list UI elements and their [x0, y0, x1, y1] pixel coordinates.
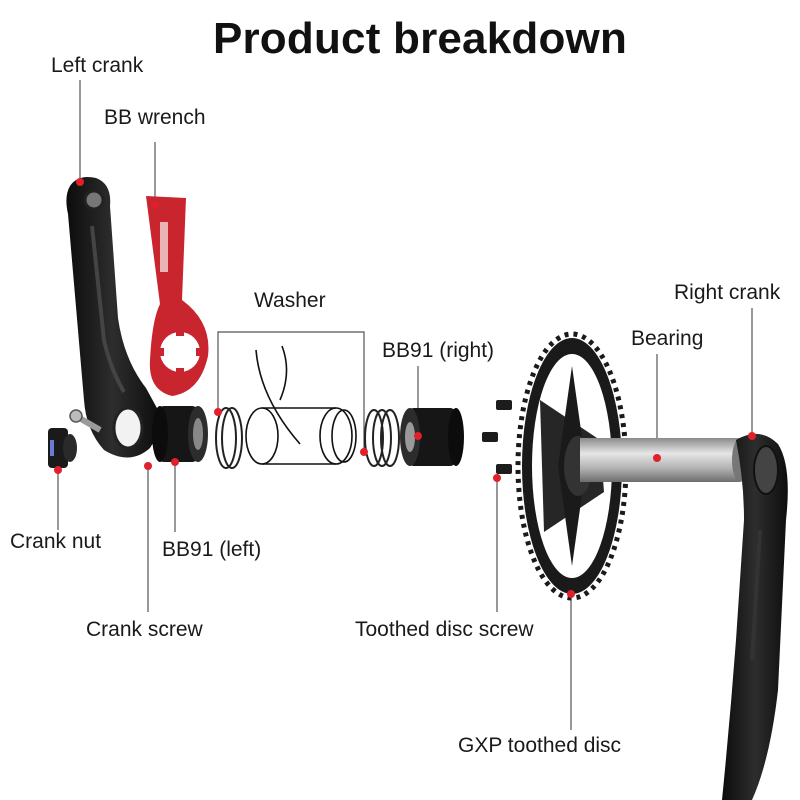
dot-bearing [653, 454, 661, 462]
left-crank-part [66, 177, 159, 458]
leader-lines [57, 80, 753, 730]
label-bearing: Bearing [631, 327, 704, 350]
dot-bb91-right [414, 432, 422, 440]
label-bb91-right: BB91 (right) [382, 339, 495, 362]
leader-washer [217, 331, 365, 452]
bb91-left-part [152, 406, 208, 462]
label-left-crank: Left crank [51, 54, 144, 77]
label-right-crank: Right crank [674, 281, 781, 304]
right-crank-part [722, 433, 788, 800]
indicator-dots [54, 178, 756, 598]
dot-crank-nut [54, 466, 62, 474]
bb-wrench-part [146, 196, 209, 396]
dot-disc-screw [493, 474, 501, 482]
label-gxp-toothed-disc: GXP toothed disc [458, 734, 622, 757]
washer-sleeve-part [245, 345, 357, 465]
dot-right-crank [748, 432, 756, 440]
bearing-spindle-part [580, 438, 748, 482]
crank-nut-part [48, 428, 77, 468]
disc-screws-part [482, 400, 512, 474]
dot-gxp-disc [567, 590, 575, 598]
label-bb91-left: BB91 (left) [162, 538, 262, 561]
dot-washer-right [360, 448, 368, 456]
page-title: Product breakdown [212, 14, 628, 63]
label-bb-wrench: BB wrench [104, 106, 206, 129]
label-crank-screw: Crank screw [86, 618, 203, 641]
bb91-right-part [400, 408, 464, 466]
dot-crank-screw [144, 462, 152, 470]
label-toothed-disc-screw: Toothed disc screw [355, 618, 534, 641]
washer-left-part [215, 407, 243, 469]
washer-right-part [364, 409, 400, 467]
dot-left-crank [76, 178, 84, 186]
dot-washer-left [214, 408, 222, 416]
gxp-disc-part [515, 331, 629, 601]
dot-bb-wrench [151, 201, 159, 209]
label-crank-nut: Crank nut [10, 530, 102, 553]
dot-bb91-left [171, 458, 179, 466]
label-washer: Washer [254, 289, 326, 312]
